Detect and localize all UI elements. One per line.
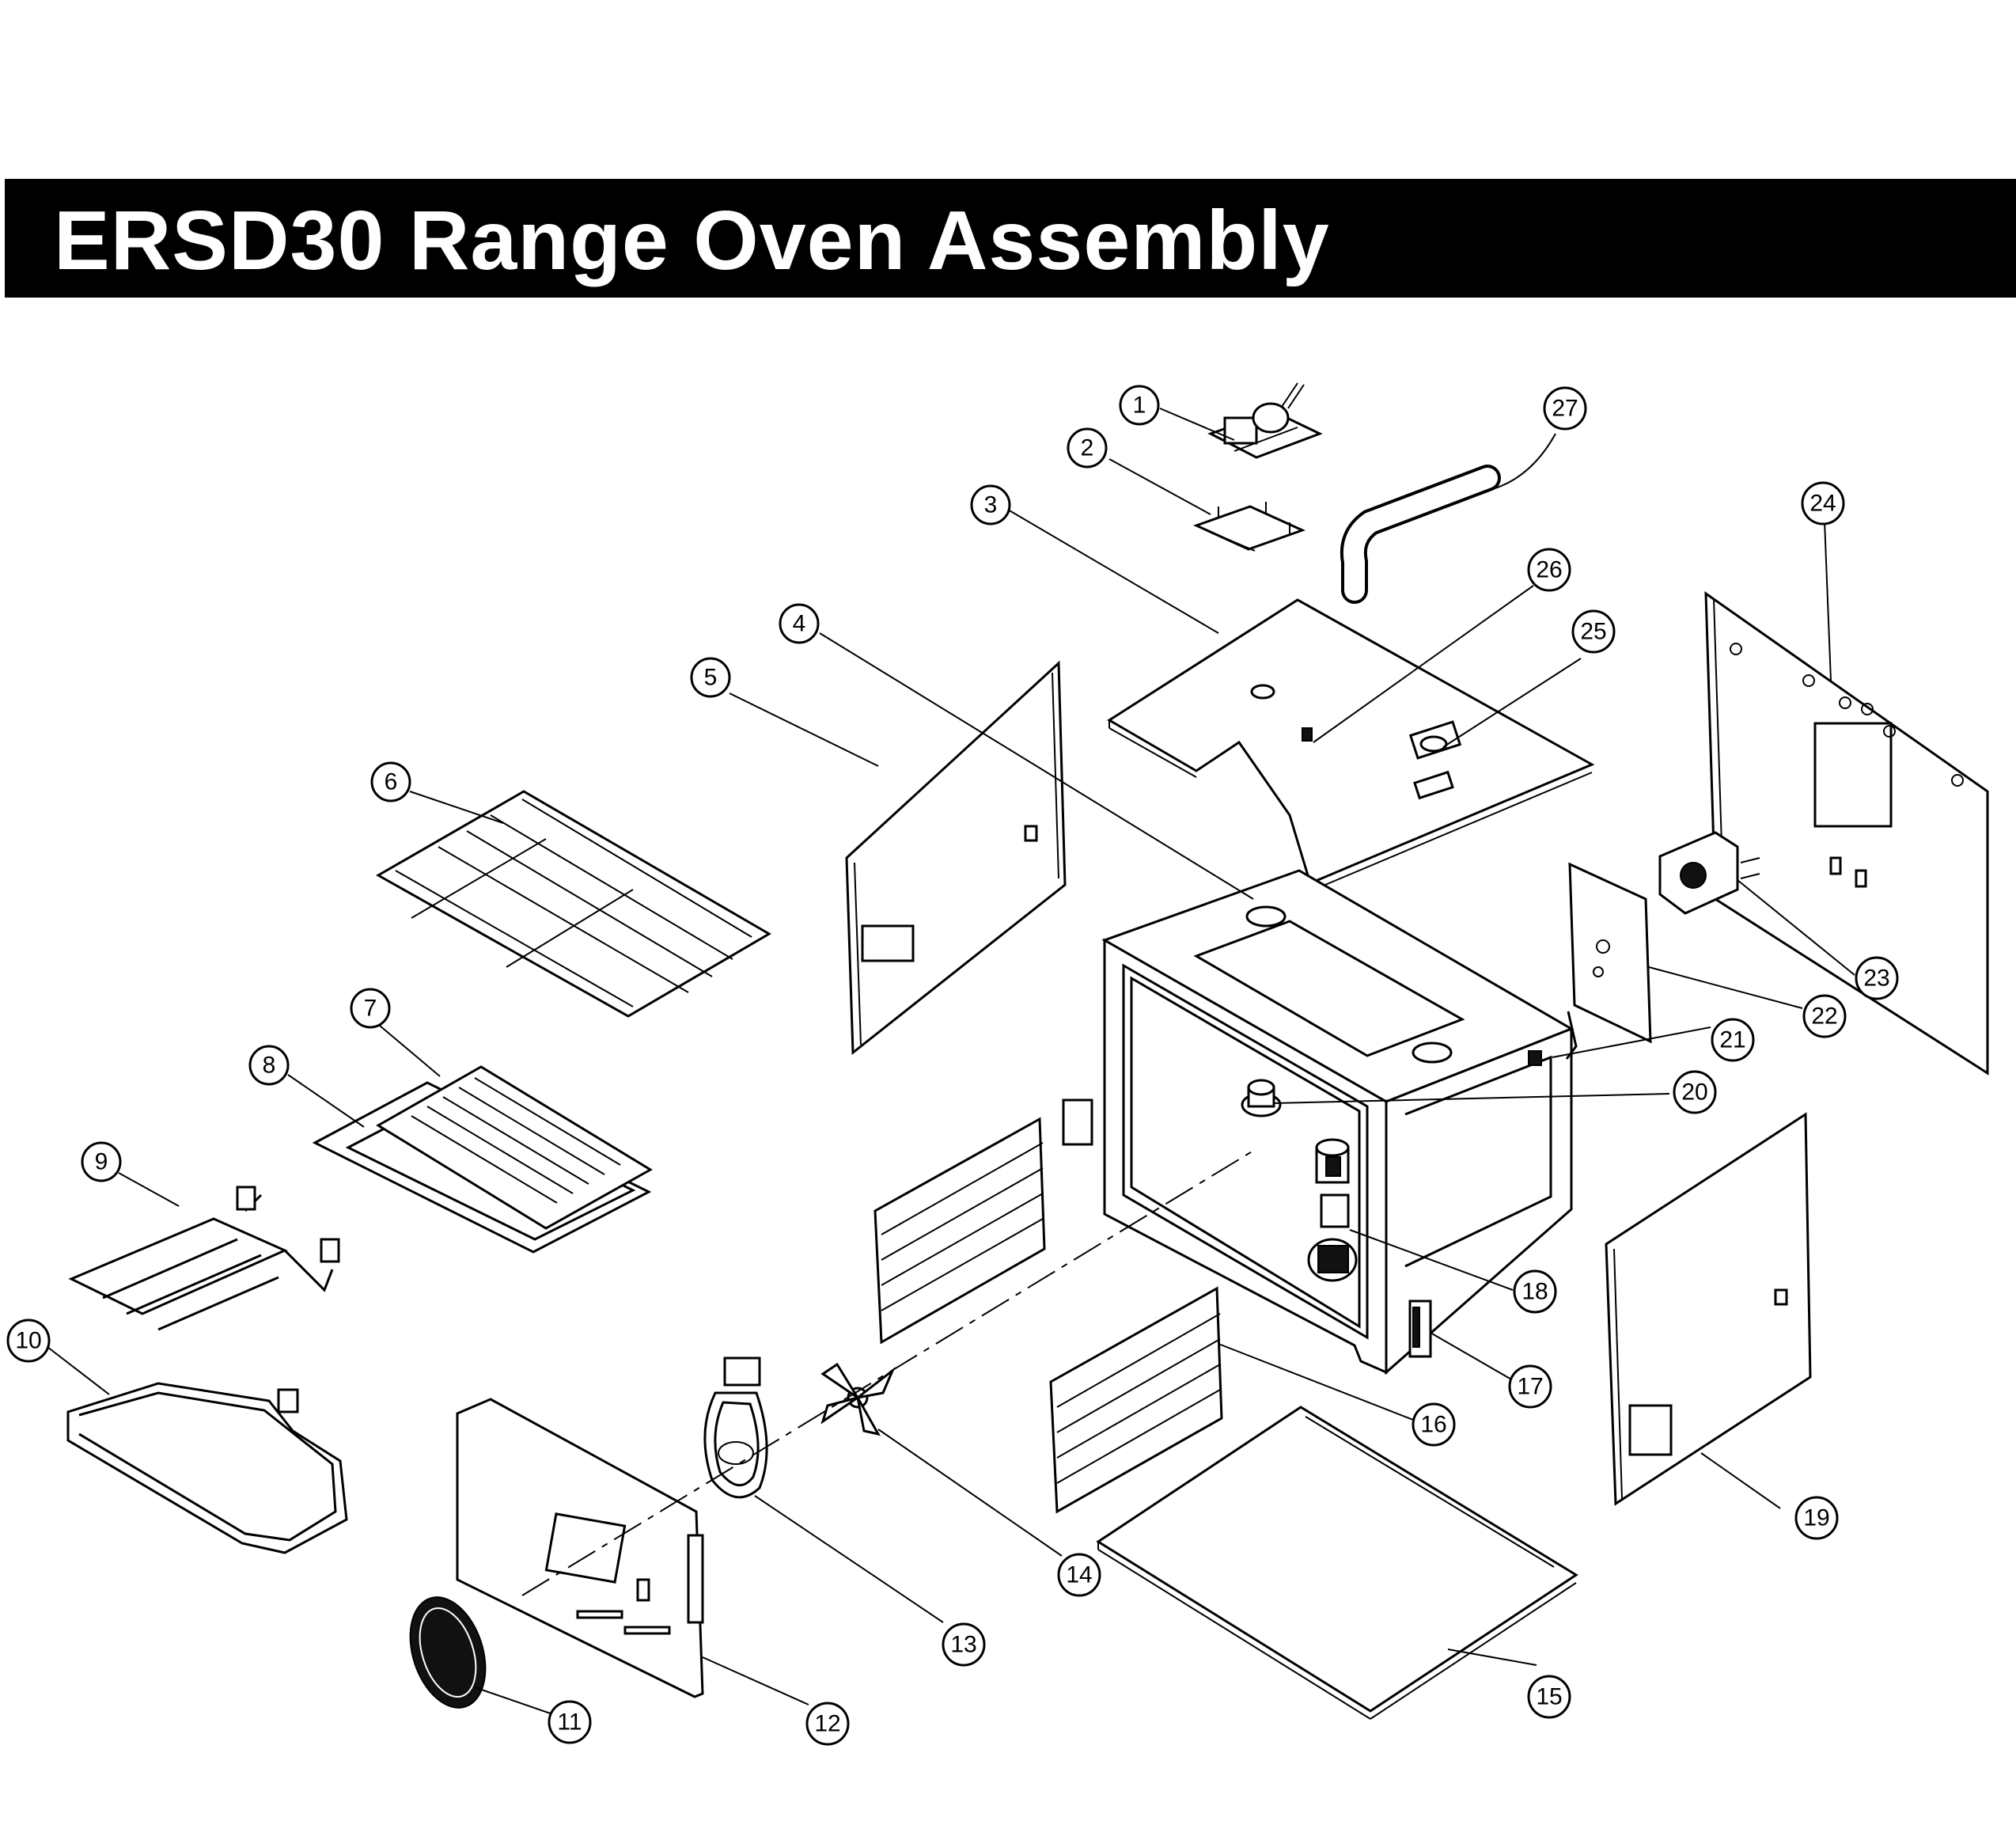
part-rear-panel <box>1704 591 1989 1076</box>
callout-26: 26 <box>1527 548 1571 592</box>
callout-18: 18 <box>1513 1269 1557 1314</box>
callout-20: 20 <box>1673 1070 1717 1114</box>
part-bottom-panel <box>1096 1406 1578 1720</box>
callout-27-label: 27 <box>1552 396 1578 422</box>
callout-5-label: 5 <box>704 665 718 691</box>
callout-18-label: 18 <box>1521 1279 1548 1305</box>
part-rack-support-right <box>1049 1286 1223 1514</box>
part-rack-support-left <box>873 1098 1093 1345</box>
part-oven-rack <box>375 790 771 1018</box>
callout-7: 7 <box>350 988 391 1029</box>
part-control-module <box>1207 382 1323 459</box>
callout-16: 16 <box>1412 1402 1456 1447</box>
part-left-side-panel <box>845 660 1067 1056</box>
callout-23-label: 23 <box>1863 966 1889 992</box>
callout-10-label: 10 <box>15 1328 41 1354</box>
part-bracket-plate <box>1192 502 1306 552</box>
callout-1-label: 1 <box>1133 393 1146 419</box>
callout-8-label: 8 <box>263 1053 276 1079</box>
part-duct-hose <box>1340 465 1501 604</box>
callout-4-label: 4 <box>793 611 806 637</box>
callout-23: 23 <box>1855 956 1899 1000</box>
callout-19-label: 19 <box>1803 1505 1829 1531</box>
assembly-axis-lines <box>521 1150 1254 1596</box>
part-bake-element <box>66 1382 348 1554</box>
part-right-side-panel <box>1605 1112 1812 1506</box>
callout-24-label: 24 <box>1809 491 1836 517</box>
part-fan-motor-stud <box>1241 1079 1282 1117</box>
part-rear-cover <box>456 1398 704 1698</box>
leader-lines <box>47 408 1855 1718</box>
callout-25: 25 <box>1571 609 1616 654</box>
callout-2: 2 <box>1067 427 1108 469</box>
callout-22: 22 <box>1802 994 1847 1038</box>
part-top-plate <box>1107 598 1595 892</box>
callout-27: 27 <box>1543 386 1587 431</box>
callout-13-label: 13 <box>950 1632 976 1658</box>
callout-7-label: 7 <box>364 996 377 1022</box>
callout-5: 5 <box>690 657 731 698</box>
callout-3: 3 <box>970 484 1011 525</box>
callout-14: 14 <box>1057 1553 1101 1597</box>
callout-22-label: 22 <box>1811 1004 1837 1030</box>
callout-2-label: 2 <box>1081 435 1094 461</box>
callout-11: 11 <box>548 1700 592 1744</box>
callout-20-label: 20 <box>1681 1079 1707 1106</box>
part-fan-bracket <box>1528 862 1652 1066</box>
part-door-latch-bracket <box>1408 1300 1432 1358</box>
callout-1: 1 <box>1119 385 1160 426</box>
callout-16-label: 16 <box>1420 1412 1446 1438</box>
part-convection-fan-blade <box>820 1362 896 1436</box>
callout-6: 6 <box>370 761 411 802</box>
part-broil-element <box>68 1186 340 1331</box>
callout-14-label: 14 <box>1066 1562 1092 1588</box>
callout-12-label: 12 <box>814 1711 840 1737</box>
callout-3-label: 3 <box>984 492 998 518</box>
callout-13: 13 <box>942 1622 986 1667</box>
callout-19: 19 <box>1794 1496 1839 1540</box>
callout-12: 12 <box>805 1702 850 1746</box>
part-oven-cavity <box>1101 869 1575 1375</box>
callout-9: 9 <box>81 1141 122 1182</box>
callout-11-label: 11 <box>557 1709 582 1736</box>
callout-21-label: 21 <box>1719 1027 1745 1053</box>
part-oven-light <box>1307 1138 1358 1282</box>
callout-15-label: 15 <box>1536 1684 1562 1710</box>
callout-9-label: 9 <box>95 1149 108 1175</box>
callout-26-label: 26 <box>1536 557 1562 583</box>
callout-24: 24 <box>1801 481 1845 525</box>
callout-17: 17 <box>1508 1364 1552 1409</box>
part-fan-guard <box>409 1596 487 1709</box>
callout-21: 21 <box>1711 1018 1755 1062</box>
callout-25-label: 25 <box>1580 619 1606 645</box>
part-selector-switch <box>1658 831 1760 915</box>
title-bar: ERSD30 Range Oven Assembly <box>5 179 2016 298</box>
callout-17-label: 17 <box>1517 1374 1543 1400</box>
page-title: ERSD30 Range Oven Assembly <box>54 194 1330 287</box>
callout-4: 4 <box>779 603 820 644</box>
callout-15: 15 <box>1527 1675 1571 1719</box>
callout-6-label: 6 <box>385 769 398 795</box>
part-convection-element <box>703 1356 768 1499</box>
callout-10: 10 <box>6 1318 51 1363</box>
part-broiler-pan <box>312 1065 653 1254</box>
callout-8: 8 <box>248 1045 290 1086</box>
